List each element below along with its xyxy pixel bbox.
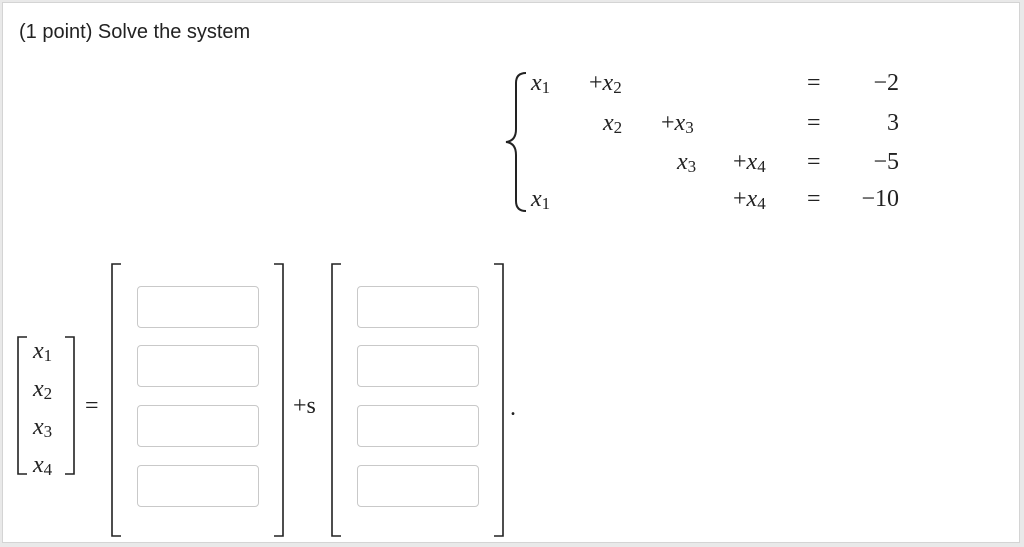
problem-prompt: (1 point) Solve the system	[19, 21, 251, 43]
solution-period: .	[510, 395, 516, 421]
plus-s-label: +s	[293, 393, 316, 419]
eq2-rhs: 3	[887, 110, 899, 136]
direction-input-3[interactable]	[357, 405, 479, 447]
particular-left-bracket	[111, 263, 121, 537]
particular-input-1[interactable]	[137, 286, 259, 328]
math-delimiters	[17, 72, 527, 537]
direction-input-1[interactable]	[357, 286, 479, 328]
particular-input-2[interactable]	[137, 345, 259, 387]
x-vector-entry-2: x2	[33, 376, 53, 403]
x-vector-entry-3: x3	[33, 414, 53, 441]
direction-left-bracket	[331, 263, 341, 537]
eq2-equals: =	[807, 110, 821, 136]
system-brace	[505, 72, 527, 212]
eq4-term1: x1	[531, 186, 551, 213]
eq1-term2: +x2	[589, 70, 622, 97]
particular-right-bracket	[274, 263, 284, 537]
particular-input-4[interactable]	[137, 465, 259, 507]
eq1-rhs: −2	[873, 70, 899, 96]
eq3-equals: =	[807, 149, 821, 175]
eq1-term1: x1	[531, 70, 551, 97]
eq4-equals: =	[807, 186, 821, 212]
direction-input-2[interactable]	[357, 345, 479, 387]
eq2-term1: x2	[603, 110, 623, 137]
x-vector-right-bracket	[65, 336, 75, 475]
eq4-rhs: −10	[861, 186, 899, 212]
eq4-term2: +x4	[733, 186, 766, 213]
direction-input-4[interactable]	[357, 465, 479, 507]
eq1-equals: =	[807, 70, 821, 96]
direction-right-bracket	[494, 263, 504, 537]
x-vector-left-bracket	[17, 336, 27, 475]
eq3-term2: +x4	[733, 149, 766, 176]
eq3-term1: x3	[677, 149, 697, 176]
solution-equals: =	[85, 393, 99, 419]
x-vector-entry-1: x1	[33, 338, 53, 365]
eq2-term2: +x3	[661, 110, 694, 137]
particular-input-3[interactable]	[137, 405, 259, 447]
eq3-rhs: −5	[873, 149, 899, 175]
x-vector-entry-4: x4	[33, 452, 53, 479]
